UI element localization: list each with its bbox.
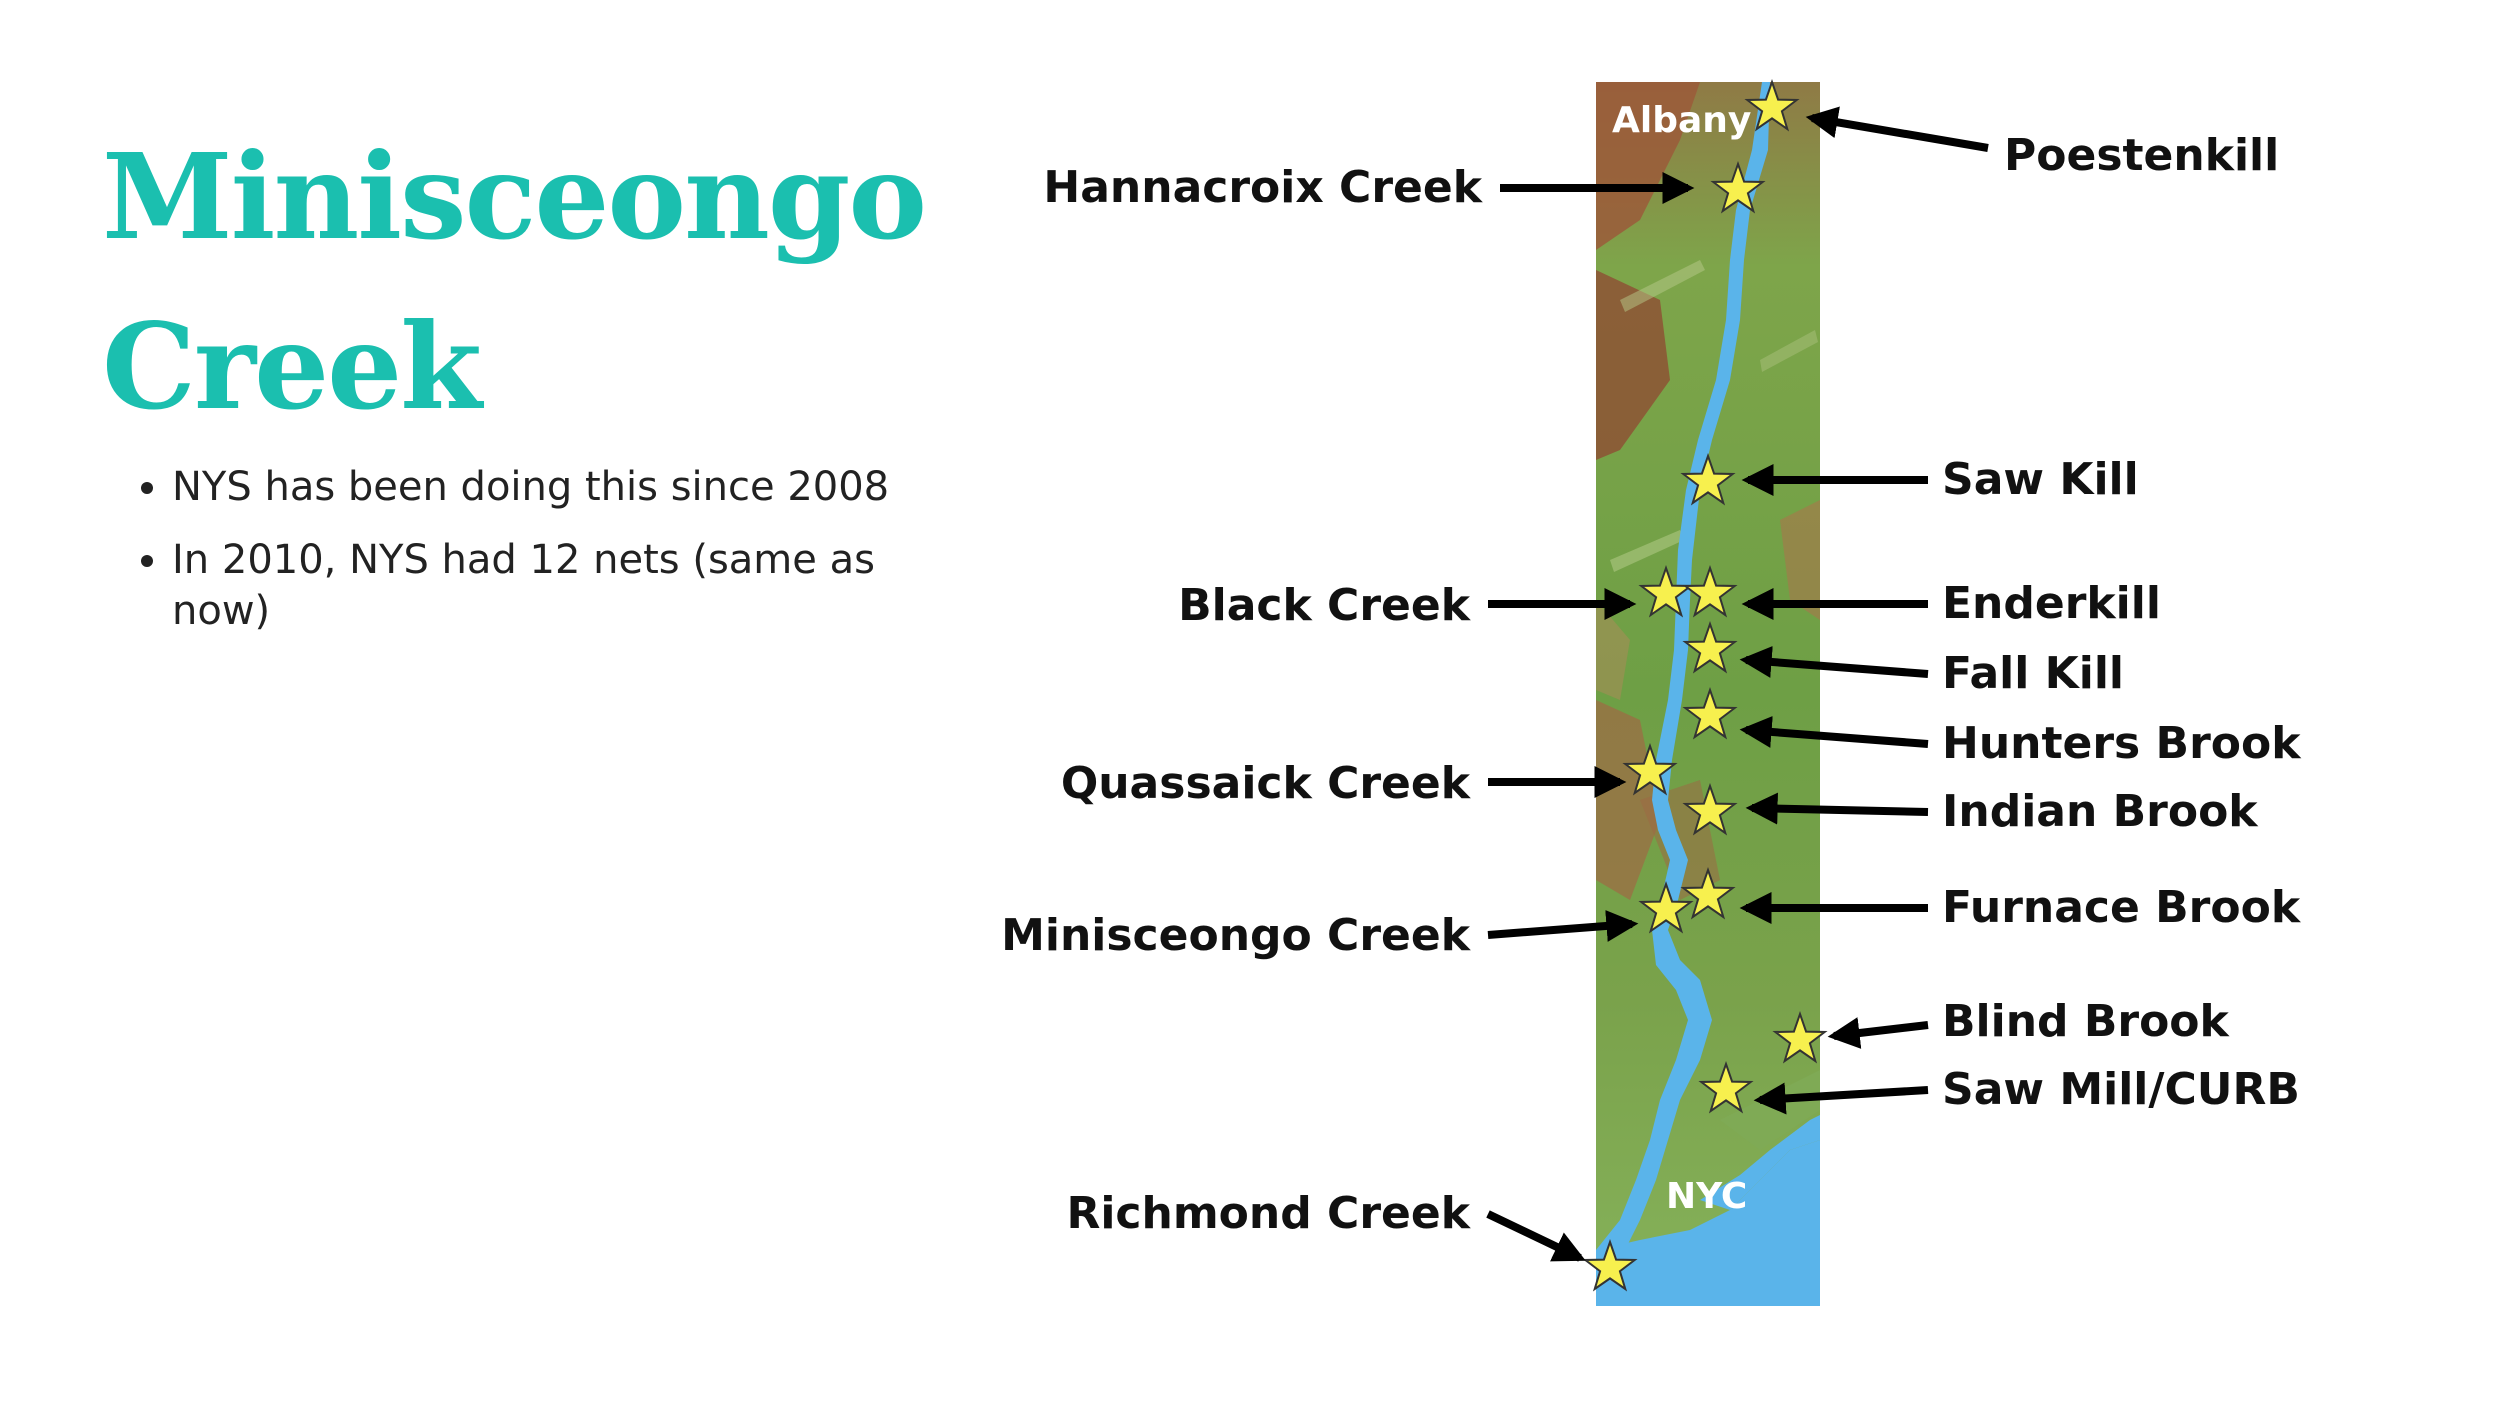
arrow-icon [1753, 1082, 1929, 1115]
city-label-nyc: NYC [1666, 1176, 1747, 1217]
bullet-item: NYS has been doing this since 2008 [172, 462, 892, 513]
star-icon [1698, 1060, 1754, 1114]
page-title: Minisceongo Creek [102, 112, 927, 452]
city-label-albany: Albany [1612, 100, 1751, 141]
site-label: Quassaick Creek [1061, 758, 1472, 809]
site-label: Hunters Brook [1942, 718, 2302, 769]
star-icon [1682, 782, 1738, 836]
title-line-1: Minisceongo [102, 127, 927, 266]
pointer-arrows [1486, 106, 1989, 1262]
star-icon [1638, 880, 1694, 934]
site-label: Saw Kill [1942, 454, 2139, 505]
site-markers [1582, 78, 1828, 1292]
arrow-icon [1739, 716, 1929, 748]
star-icon [1680, 452, 1736, 506]
site-label: Black Creek [1178, 580, 1472, 631]
site-label: Indian Brook [1942, 786, 2259, 837]
star-icon [1622, 742, 1678, 796]
site-label: Enderkill [1942, 578, 2161, 629]
arrow-icon [1827, 1017, 1929, 1049]
site-label: Richmond Creek [1066, 1188, 1471, 1239]
site-label: Blind Brook [1942, 996, 2231, 1047]
site-label: Hannacroix Creek [1043, 162, 1483, 213]
site-label: Furnace Brook [1942, 882, 2302, 933]
star-icon [1682, 620, 1738, 674]
arrow-icon [1486, 1210, 1586, 1262]
star-icon [1682, 686, 1738, 740]
bullet-list: NYS has been doing this since 2008 In 20… [130, 462, 892, 659]
arrow-icon [1487, 909, 1639, 942]
title-line-2: Creek [102, 297, 482, 436]
site-label: Saw Mill/CURB [1942, 1064, 2300, 1115]
arrow-icon [1805, 106, 1989, 152]
arrow-icon [1745, 792, 1929, 825]
star-icon [1682, 564, 1738, 618]
star-icon [1582, 1238, 1638, 1292]
star-icon [1710, 160, 1766, 214]
site-label: Fall Kill [1942, 648, 2124, 699]
star-icon [1772, 1010, 1828, 1064]
bullet-item: In 2010, NYS had 12 nets (same as now) [172, 535, 892, 637]
arrow-icon [1739, 646, 1929, 678]
site-label: Minisceongo Creek [1001, 910, 1472, 961]
site-label: Poestenkill [2004, 130, 2279, 181]
star-icon [1744, 78, 1800, 132]
star-icon [1680, 866, 1736, 920]
